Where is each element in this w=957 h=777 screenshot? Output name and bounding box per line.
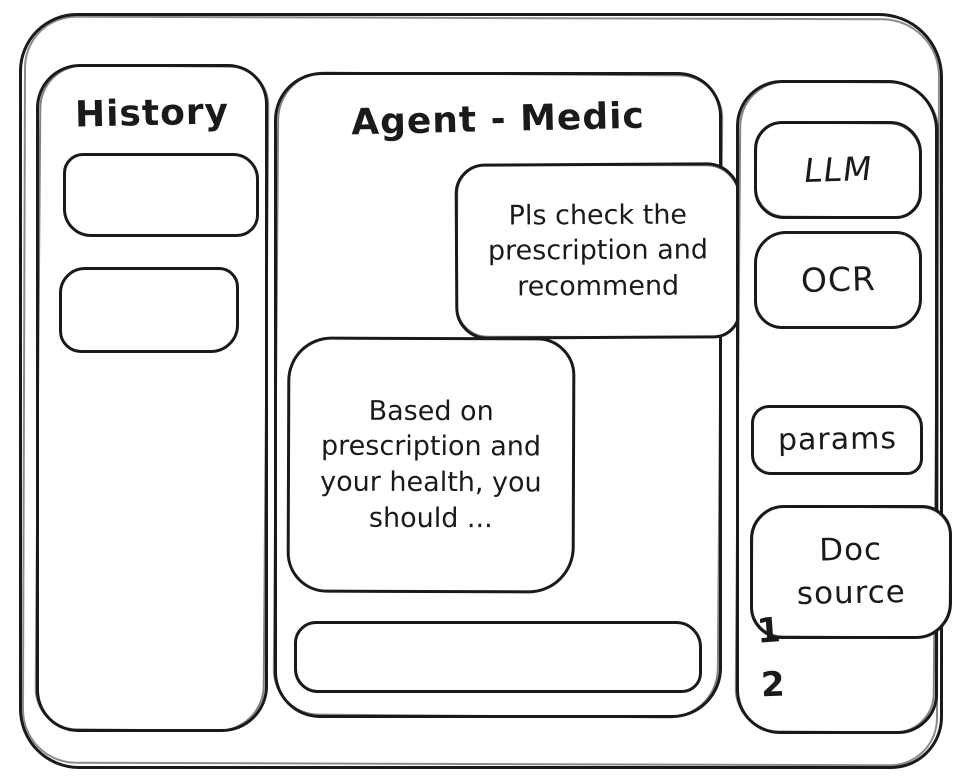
chat-panel: Agent - Medic Pls check the prescription…	[274, 72, 742, 718]
doc-source-item-2: 2	[760, 664, 786, 706]
doc-source-item-1: 1	[755, 610, 783, 652]
tool-button-params-label: params	[777, 421, 897, 458]
tool-button-doc-source[interactable]: Doc source	[750, 505, 952, 639]
tool-button-params[interactable]: params	[751, 405, 923, 475]
tool-button-doc-source-label: Doc source	[796, 531, 907, 612]
tool-button-ocr[interactable]: OCR	[754, 231, 922, 329]
tools-panel: LLM OCR params Doc source 1 2	[736, 80, 952, 734]
chat-title: Agent - Medic	[350, 95, 646, 144]
chat-input[interactable]	[294, 621, 702, 693]
assistant-message-bubble: Based on prescription and your health, y…	[286, 336, 576, 594]
history-item[interactable]	[63, 153, 259, 237]
tool-button-llm[interactable]: LLM	[754, 121, 922, 219]
user-message-bubble: Pls check the prescription and recommend	[454, 162, 742, 340]
history-item[interactable]	[59, 267, 239, 353]
tool-button-ocr-label: OCR	[800, 258, 876, 300]
history-title: History	[74, 91, 230, 136]
tool-button-llm-label: LLM	[801, 148, 875, 191]
history-panel: History	[36, 64, 268, 732]
